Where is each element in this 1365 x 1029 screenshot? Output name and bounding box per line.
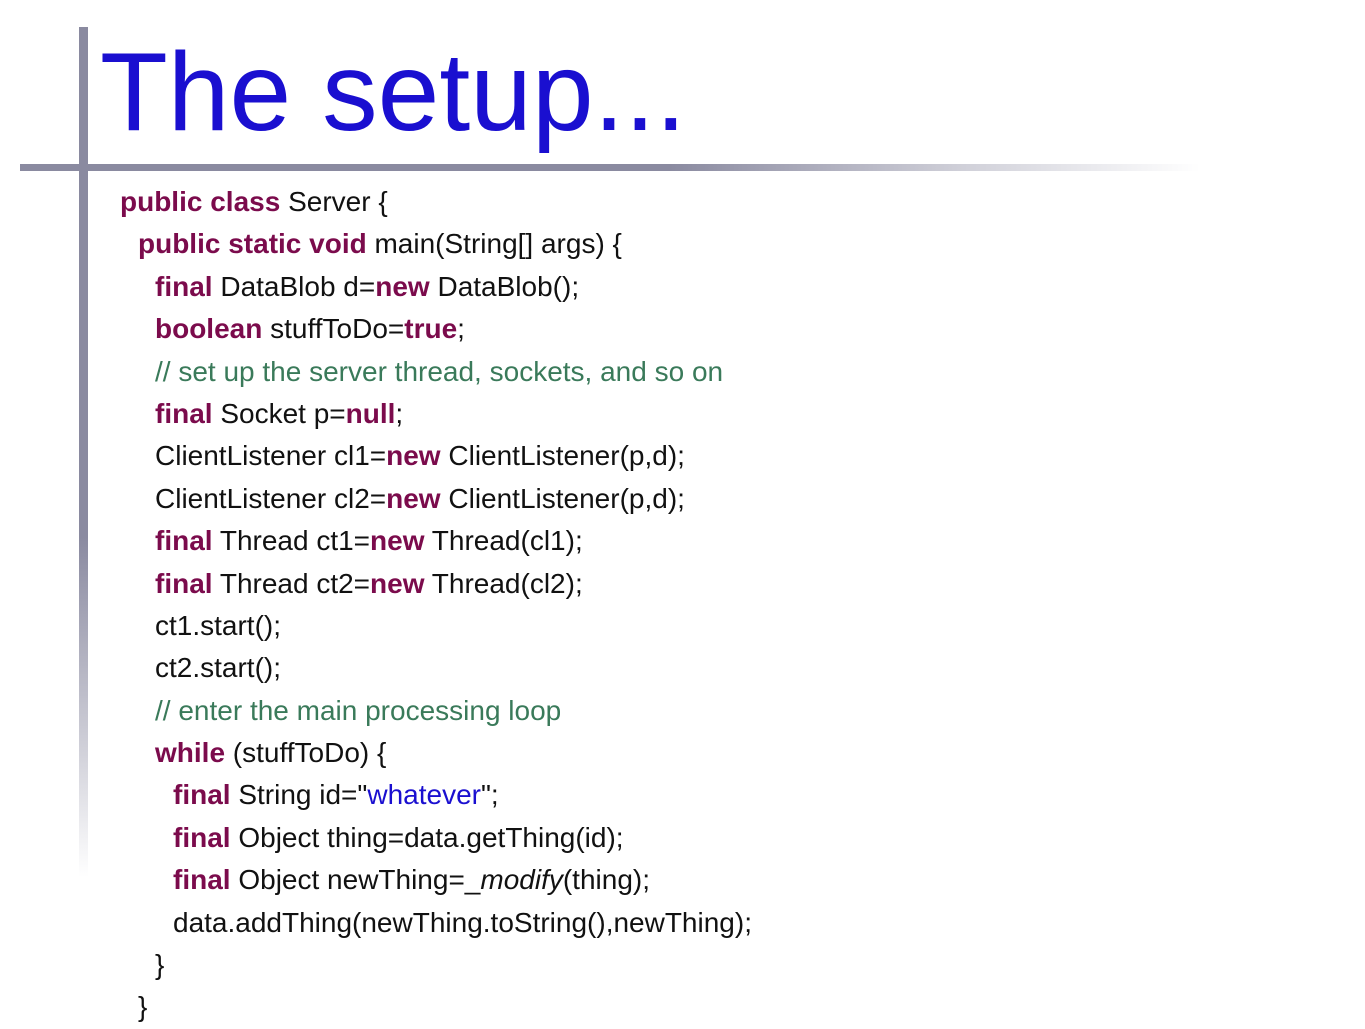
code-line: boolean stuffToDo=true; <box>120 308 752 350</box>
code-keyword: true <box>404 313 458 345</box>
code-text: DataBlob d= <box>212 270 376 302</box>
code-keyword: final <box>155 567 213 599</box>
code-text: ; <box>395 397 404 429</box>
code-text: DataBlob(); <box>429 270 580 302</box>
code-line: } <box>120 944 752 986</box>
code-line: public static void main(String[] args) { <box>120 223 752 265</box>
title-accent-vertical-bar <box>79 27 88 877</box>
code-text: Server { <box>280 186 388 217</box>
code-line: ClientListener cl1=new ClientListener(p,… <box>120 435 752 477</box>
code-text: Object newThing=_ <box>230 864 481 896</box>
code-text: String id=" <box>230 779 368 811</box>
title-accent-horizontal-bar <box>20 164 1200 171</box>
code-line: final DataBlob d=new DataBlob(); <box>120 266 752 308</box>
code-line: ct2.start(); <box>120 647 752 689</box>
slide-title: The setup... <box>100 30 687 154</box>
code-keyword: while <box>155 737 226 769</box>
code-line: } <box>120 986 752 1028</box>
code-comment: // enter the main processing loop <box>155 694 562 726</box>
code-text: main(String[] args) { <box>366 228 622 260</box>
code-keyword: final <box>173 864 231 896</box>
code-keyword: new <box>370 525 425 557</box>
code-keyword: final <box>155 525 213 557</box>
code-text: ClientListener cl2= <box>155 482 387 514</box>
code-text: } <box>155 949 165 981</box>
code-keyword: new <box>370 567 425 599</box>
code-text: Object thing=data.getThing(id); <box>230 821 624 853</box>
code-line: public class Server { <box>120 181 752 223</box>
code-text: ct2.start(); <box>155 652 282 684</box>
code-keyword: final <box>173 779 231 811</box>
code-line: ct1.start(); <box>120 605 752 647</box>
code-line: final Thread ct1=new Thread(cl1); <box>120 520 752 562</box>
code-text: Thread ct1= <box>212 525 371 557</box>
code-listing: public class Server {public static void … <box>120 181 752 1029</box>
code-line: // set up the server thread, sockets, an… <box>120 351 752 393</box>
code-text: Thread(cl2); <box>424 567 583 599</box>
code-keyword: new <box>375 270 430 302</box>
code-text: Thread ct2= <box>212 567 371 599</box>
code-text: ; <box>457 313 465 345</box>
code-line: // enter the main processing loop <box>120 690 752 732</box>
code-text: Socket p= <box>212 397 346 429</box>
code-keyword: final <box>155 270 213 302</box>
code-text: ClientListener(p,d); <box>440 482 685 514</box>
code-line: ClientListener cl2=new ClientListener(p,… <box>120 478 752 520</box>
code-line: final Socket p=null; <box>120 393 752 435</box>
code-text: (thing); <box>562 864 650 896</box>
code-text: } <box>138 991 148 1023</box>
code-italic-identifier: modify <box>480 864 563 896</box>
code-keyword: boolean <box>155 313 263 345</box>
code-line: final Object thing=data.getThing(id); <box>120 817 752 859</box>
code-line: final Thread ct2=new Thread(cl2); <box>120 563 752 605</box>
code-text: Thread(cl1); <box>424 525 583 557</box>
code-keyword: final <box>173 821 231 853</box>
code-line: data.addThing(newThing.toString(),newThi… <box>120 902 752 944</box>
code-text: "; <box>480 779 499 811</box>
code-keyword: public static void <box>138 228 367 260</box>
code-keyword: new <box>386 440 441 472</box>
code-text: ClientListener(p,d); <box>440 440 685 472</box>
code-keyword: final <box>155 397 213 429</box>
code-line: final Object newThing=_modify(thing); <box>120 859 752 901</box>
code-text: (stuffToDo) { <box>225 737 387 769</box>
code-text: ClientListener cl1= <box>155 440 387 472</box>
code-keyword: null <box>345 397 396 429</box>
code-text: stuffToDo= <box>262 313 405 345</box>
code-text: data.addThing(newThing.toString(),newThi… <box>173 906 752 938</box>
code-keyword: public class <box>120 186 281 217</box>
code-line: while (stuffToDo) { <box>120 732 752 774</box>
code-string-literal: whatever <box>367 779 481 811</box>
code-keyword: new <box>386 482 441 514</box>
code-line: final String id="whatever"; <box>120 774 752 816</box>
code-text: ct1.start(); <box>155 609 282 641</box>
code-comment: // set up the server thread, sockets, an… <box>155 355 724 387</box>
